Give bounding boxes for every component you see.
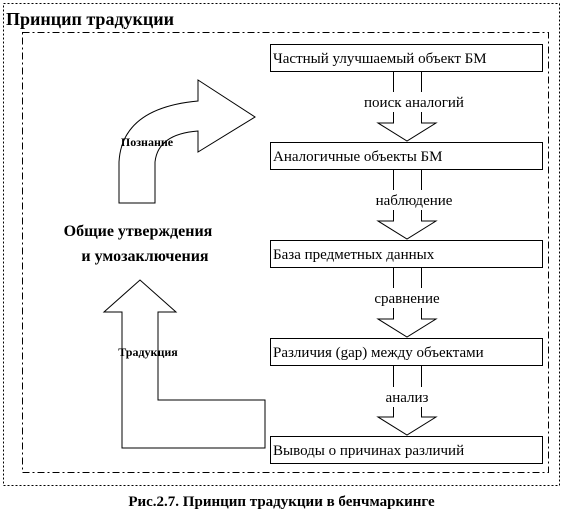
cognition-label: Познание [121,135,174,149]
box-label-3: База предметных данных [273,247,435,263]
transition-label-4: анализ [386,390,429,406]
box-label-5: Выводы о причинах различий [273,443,464,459]
box-label-1: Частный улучшаемый объект БМ [273,51,487,67]
traduction-label: Традукция [118,345,178,359]
transition-label-1: поиск аналогий [364,95,464,111]
inner-frame [22,32,549,473]
transition-label-3: сравнение [374,291,440,307]
process-box-2: Аналогичные объекты БМ [270,142,543,170]
process-box-4: Различия (gap) между объектами [270,338,543,366]
center-text-line-1: Общие утверждения [64,223,213,240]
process-box-1: Частный улучшаемый объект БМ [270,44,543,72]
box-label-4: Различия (gap) между объектами [273,345,484,361]
diagram-title: Принцип традукции [6,9,174,29]
traduction-arrow [102,279,266,449]
figure-caption: Рис.2.7. Принцип традукции в бенчмаркинг… [128,494,435,510]
transition-label-2: наблюдение [376,193,453,209]
cognition-arrow [118,79,256,204]
process-box-5: Выводы о причинах различий [270,436,543,464]
process-box-3: База предметных данных [270,240,543,268]
outer-frame [3,3,560,486]
box-label-2: Аналогичные объекты БМ [273,149,442,165]
center-text-line-2: и умозаключения [81,248,209,265]
